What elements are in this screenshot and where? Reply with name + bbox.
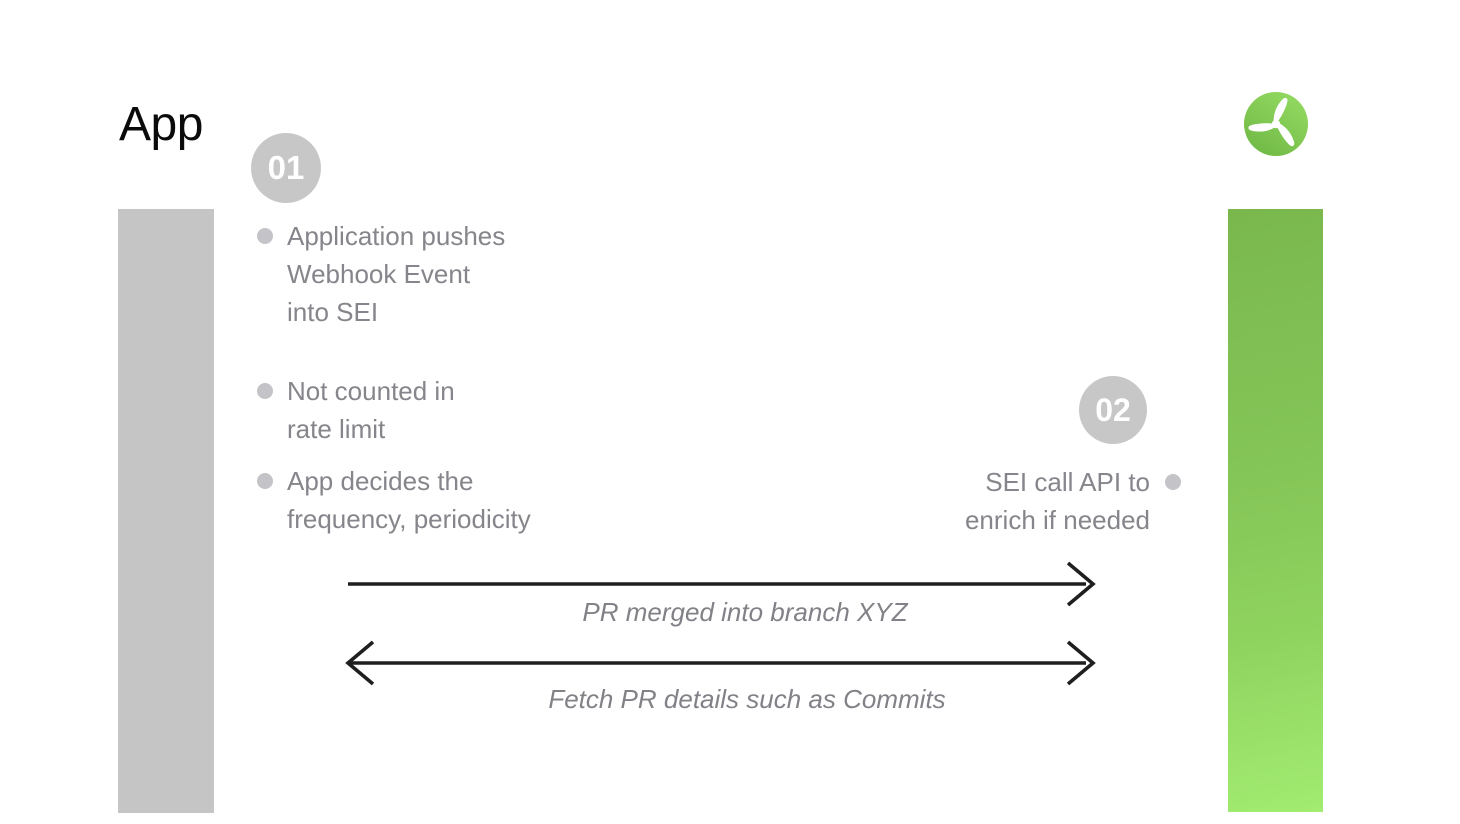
note-rate-limit: Not counted in rate limit [257, 372, 455, 448]
note-line: Webhook Event [287, 259, 471, 289]
arrow-label-fetch-details: Fetch PR details such as Commits [548, 684, 946, 714]
propeller-icon [1244, 92, 1308, 156]
step-badge-02: 02 [1079, 376, 1147, 444]
note-app-decides: App decides the frequency, periodicity [257, 462, 531, 538]
note-application-pushes: Application pushes Webhook Event into SE… [257, 217, 505, 331]
arrow-label-pr-merged: PR merged into branch XYZ [582, 597, 908, 627]
propeller-logo [1244, 92, 1308, 156]
note-line: SEI call API to [985, 467, 1150, 497]
bullet-dot [1165, 474, 1181, 490]
right-arrow-icon [348, 561, 1096, 607]
bullet-dot [257, 473, 273, 489]
note-line: Application pushes [287, 221, 506, 251]
step-badge-01: 01 [251, 133, 321, 203]
arrow-pr-merged [341, 560, 1101, 608]
note-line: App decides the [287, 466, 474, 496]
bullet-dot [257, 383, 273, 399]
note-line: rate limit [287, 414, 386, 444]
note-line: Not counted in [287, 376, 455, 406]
note-line: frequency, periodicity [287, 504, 531, 534]
page-title: App [119, 98, 203, 151]
double-arrow-icon [345, 640, 1096, 686]
note-line: enrich if needed [964, 505, 1150, 535]
note-sei-call-api: SEI call API to enrich if needed [965, 463, 1181, 539]
note-line: into SEI [287, 297, 379, 327]
arrow-fetch-details [341, 639, 1101, 687]
sei-lane-bar [1228, 209, 1323, 812]
app-lane-bar [118, 209, 214, 813]
bullet-dot [257, 228, 273, 244]
